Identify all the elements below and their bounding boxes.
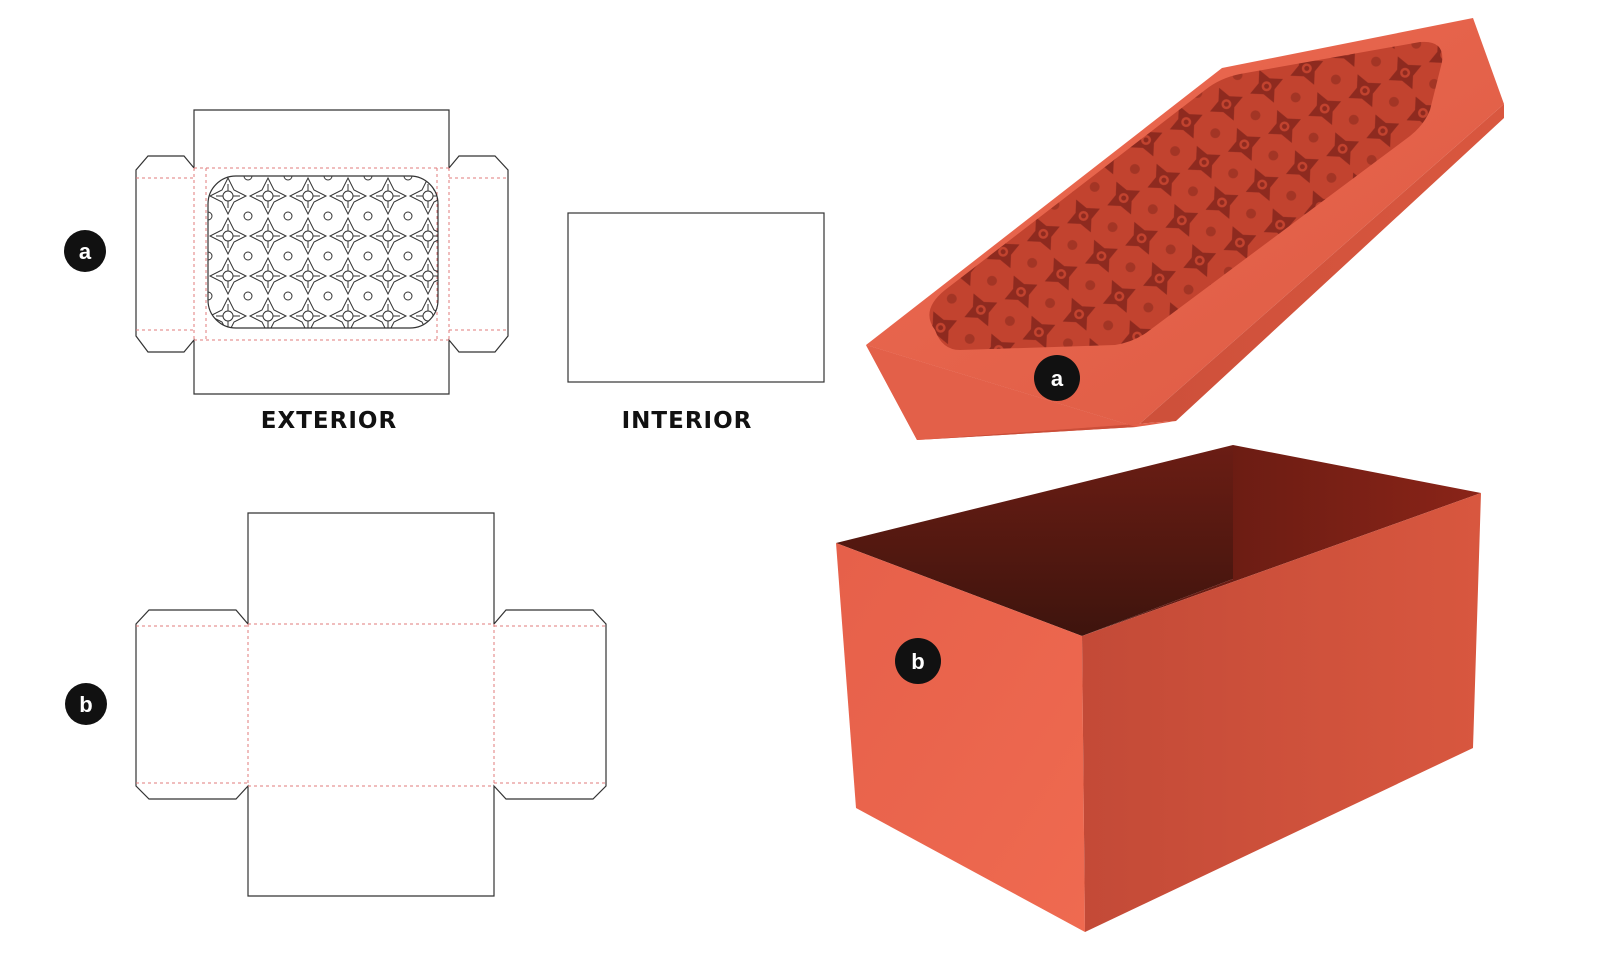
badge-b-left-text: b — [79, 692, 92, 717]
badge-b-box: b — [895, 638, 941, 684]
badge-a-lid-text: a — [1051, 366, 1064, 391]
box-right-face — [1082, 493, 1481, 932]
lid-3d — [866, 18, 1504, 440]
interior-sheet — [567, 212, 825, 383]
box-3d — [836, 445, 1481, 932]
exterior-caption: EXTERIOR — [261, 408, 397, 434]
badge-a-lid: a — [1034, 355, 1080, 401]
dieline-a-outline — [135, 109, 509, 395]
box-inner-right — [1082, 445, 1481, 636]
box-front-face — [836, 543, 1085, 932]
badge-b-left: b — [65, 683, 107, 725]
interior-caption: INTERIOR — [622, 408, 753, 434]
badge-b-box-text: b — [911, 649, 924, 674]
dieline-b — [135, 512, 607, 897]
dieline-b-outline — [135, 512, 607, 897]
badge-a-left: a — [64, 230, 106, 272]
lid-right-face — [917, 104, 1504, 440]
lid-pattern-panel — [929, 41, 1443, 350]
lid-front-strip — [866, 345, 1176, 440]
badge-a-left-text: a — [79, 239, 92, 264]
box-inner-back — [836, 445, 1233, 636]
lid-pattern-window — [207, 175, 439, 329]
dieline-a — [135, 109, 509, 395]
